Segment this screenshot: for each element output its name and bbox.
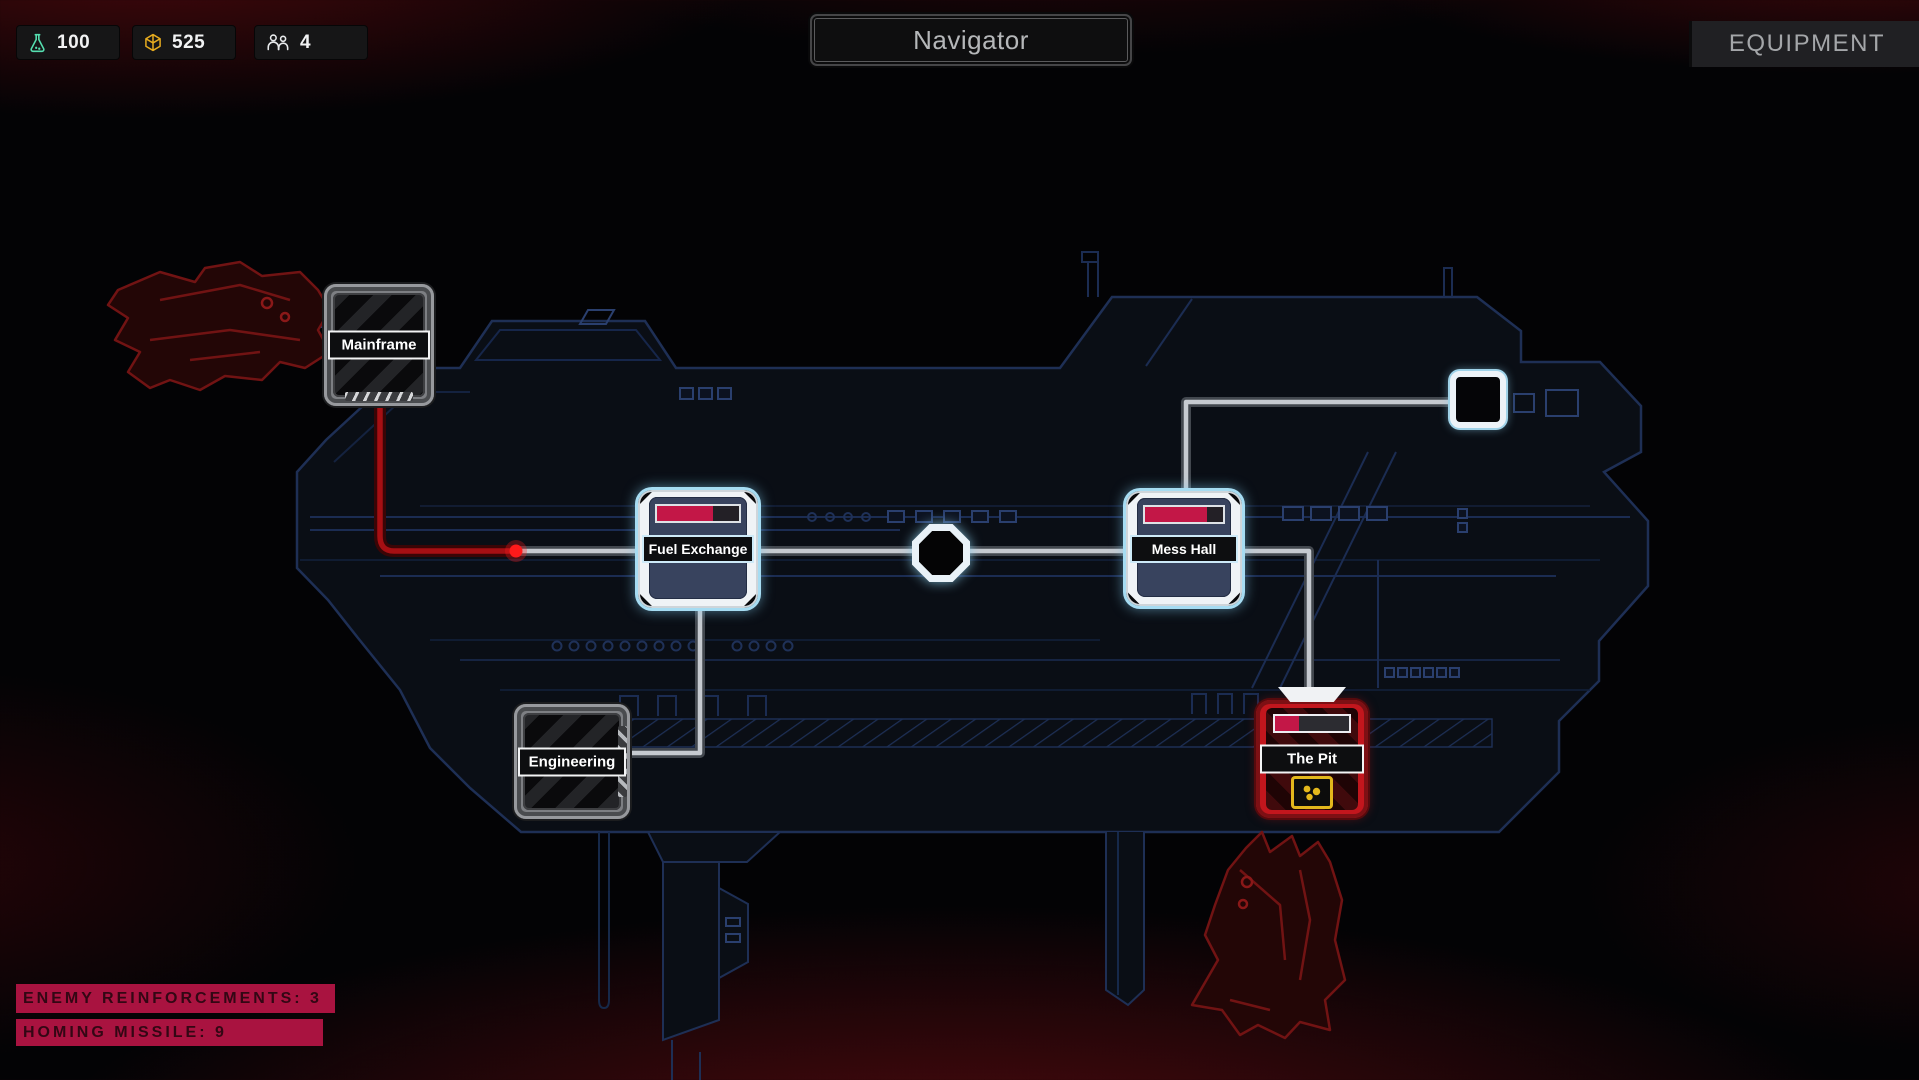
equipment-button[interactable]: EQUIPMENT bbox=[1689, 21, 1919, 67]
room-the-pit[interactable]: The Pit bbox=[1256, 687, 1368, 818]
health-bar bbox=[1273, 714, 1351, 733]
resource-crew: 4 bbox=[255, 26, 367, 59]
breach-line bbox=[377, 401, 519, 554]
breach-dot bbox=[509, 544, 523, 558]
hazard-stripe-decor bbox=[345, 392, 413, 401]
screen-title: Navigator bbox=[810, 14, 1132, 66]
health-bar bbox=[1143, 505, 1225, 524]
dock-tab bbox=[1278, 687, 1346, 702]
octagon-core bbox=[919, 531, 963, 575]
resource-research: 100 bbox=[17, 26, 119, 59]
crew-icon bbox=[267, 34, 289, 51]
health-fill bbox=[657, 506, 713, 521]
room-label: The Pit bbox=[1260, 744, 1364, 774]
node-junction[interactable] bbox=[912, 524, 970, 582]
room-label: Fuel Exchange bbox=[642, 535, 754, 563]
corridor-lines bbox=[374, 397, 1457, 758]
room-fuel-exchange[interactable]: Fuel Exchange bbox=[638, 490, 758, 608]
research-value: 100 bbox=[57, 31, 91, 53]
room-engineering[interactable]: Engineering bbox=[514, 704, 630, 819]
room-label: Mainframe bbox=[328, 330, 430, 360]
health-fill bbox=[1275, 716, 1300, 731]
health-fill bbox=[1145, 507, 1208, 522]
room-mess-hall[interactable]: Mess Hall bbox=[1126, 491, 1242, 606]
node-airlock[interactable] bbox=[1450, 371, 1506, 428]
flask-icon bbox=[30, 33, 45, 52]
scrap-value: 525 bbox=[172, 31, 206, 53]
enemy-ship-bottom bbox=[1190, 830, 1347, 1040]
room-mainframe[interactable]: Mainframe bbox=[324, 284, 434, 406]
alert-enemy-reinforcements: ENEMY REINFORCEMENTS: 3 bbox=[16, 984, 335, 1013]
room-label: Mess Hall bbox=[1130, 534, 1238, 563]
enemy-ship-top-left bbox=[106, 260, 332, 392]
alert-homing-missile: HOMING MISSILE: 9 bbox=[16, 1019, 323, 1046]
keel-fin bbox=[598, 831, 1145, 1080]
cube-icon bbox=[145, 33, 161, 52]
crew-value: 4 bbox=[300, 31, 312, 53]
health-bar bbox=[655, 504, 741, 523]
hull-windows bbox=[305, 317, 1468, 678]
ship-hull bbox=[295, 251, 1650, 1080]
resource-scrap: 525 bbox=[133, 26, 235, 59]
room-label: Engineering bbox=[518, 747, 626, 776]
radiation-hazard-icon bbox=[1291, 776, 1333, 809]
